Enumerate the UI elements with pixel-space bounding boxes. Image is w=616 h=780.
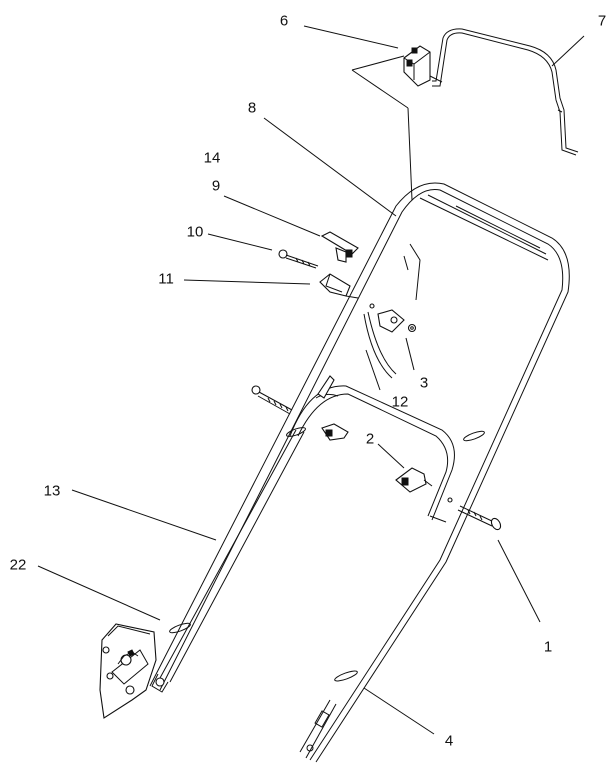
lower-knob bbox=[321, 423, 349, 441]
bracket-part-2 bbox=[395, 467, 433, 493]
long-bolt-left bbox=[251, 385, 293, 415]
leader-lines bbox=[37, 25, 585, 735]
callout-2: 2 bbox=[365, 430, 375, 448]
callout-13: 13 bbox=[43, 482, 61, 500]
cable-clamp-part-3 bbox=[369, 303, 417, 333]
callout-6: 7 bbox=[597, 12, 607, 30]
bolt-part-9 bbox=[278, 249, 319, 269]
knob-part-8 bbox=[320, 231, 359, 263]
bolt-part-1 bbox=[447, 497, 502, 531]
callout-22: 22 bbox=[9, 556, 27, 574]
bail-bracket-part bbox=[403, 45, 443, 87]
callout-8: 9 bbox=[211, 177, 221, 195]
tube-sleeves bbox=[169, 427, 485, 682]
height-adjust-plate-part bbox=[99, 623, 165, 719]
spacer-part-10 bbox=[319, 273, 359, 299]
bail-wire-part bbox=[432, 28, 579, 156]
callout-11: 4 bbox=[444, 732, 454, 750]
callout-14: 14 bbox=[203, 149, 221, 167]
callout-4: 6 bbox=[279, 12, 289, 30]
left-tube-part bbox=[151, 429, 305, 693]
bracket-detail-outline bbox=[351, 55, 413, 201]
callout-9: 10 bbox=[186, 223, 204, 241]
control-cable-part bbox=[363, 243, 421, 379]
callout-10: 11 bbox=[158, 270, 174, 288]
callout-3: 3 bbox=[419, 374, 429, 392]
callout-12: 12 bbox=[391, 393, 409, 411]
callout-1: 1 bbox=[543, 638, 553, 656]
lower-handle-part bbox=[289, 385, 455, 523]
upper-handle-part bbox=[149, 182, 570, 763]
cable-guide bbox=[317, 375, 335, 399]
callout-7: 8 bbox=[247, 99, 257, 117]
